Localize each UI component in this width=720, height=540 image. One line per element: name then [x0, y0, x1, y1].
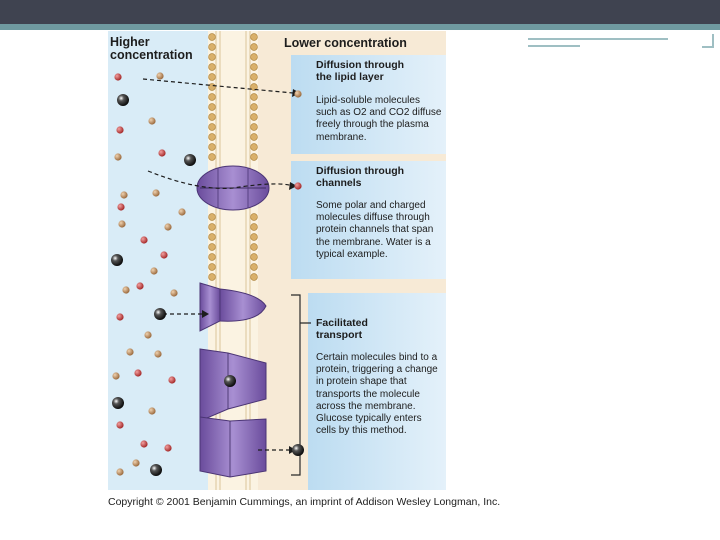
- tan-molecules: [112, 72, 302, 476]
- slide-accent-bar: [0, 24, 720, 30]
- carrier-protein-icon: [199, 282, 267, 478]
- slide-top-bar: [0, 0, 720, 24]
- box-body-channels: Some polar and charged molecules diffuse…: [316, 200, 434, 260]
- facilitated-bracket: [291, 294, 311, 476]
- box-title-lipid-layer: Diffusion through the lipid layer: [316, 59, 405, 83]
- header-lower-concentration: Lower concentration: [284, 36, 407, 50]
- header-higher-concentration: Higher concentration: [110, 35, 193, 62]
- box-lipid-layer: [291, 55, 446, 154]
- box-title-facilitated: Facilitated transport: [316, 317, 368, 341]
- high-concentration-side: [108, 31, 208, 490]
- black-molecules: [111, 94, 304, 476]
- box-title-channels: Diffusion through channels: [316, 165, 405, 189]
- decorative-bracket: [702, 34, 714, 48]
- dashed-arrow-icon: [142, 78, 294, 451]
- membrane-transport-figure: Higher concentration Lower concentration…: [108, 31, 446, 490]
- membrane-lipid-heads: [208, 33, 258, 281]
- box-body-lipid-layer: Lipid-soluble molecules such as O2 and C…: [316, 95, 442, 143]
- box-channels: [291, 161, 446, 279]
- figure-graphic: [108, 31, 446, 490]
- red-molecules: [114, 73, 302, 452]
- box-facilitated: [308, 293, 446, 490]
- decorative-rule-short: [528, 45, 580, 47]
- box-body-facilitated: Certain molecules bind to a protein, tri…: [316, 352, 438, 437]
- decorative-rule: [528, 38, 668, 40]
- copyright-notice: Copyright © 2001 Benjamin Cummings, an i…: [108, 496, 501, 508]
